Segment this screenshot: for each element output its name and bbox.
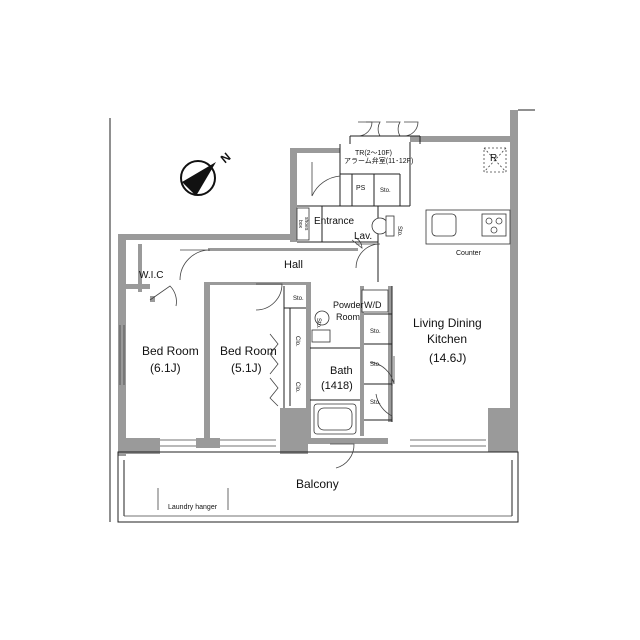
storage-label-lav: Sto. [396,226,402,237]
bedroom-2-size: (5.1J) [231,361,262,375]
storage-label-top: Sto. [380,188,391,194]
shoes-box-label: shoes box [297,217,309,232]
bedroom-1-label: Bed Room [142,344,199,358]
door-swings [179,121,421,469]
closet-label-1: Clo. [294,336,300,347]
storage-label-ldk-3: Sto. [370,400,381,406]
bedroom-2-label: Bed Room [220,344,277,358]
entrance-label: Entrance [314,216,354,227]
living-dining-kitchen-label-2: Kitchen [427,332,467,346]
laundry-hanger-label: Laundry hanger [168,504,218,511]
powder-room-label-1: Powder [333,300,364,310]
storage-label-ldk-1: Sto. [370,329,381,335]
living-dining-kitchen-size: (14.6J) [429,351,466,365]
alarm-valve-label: アラーム弁室(11･12F) [344,156,413,165]
refrigerator-label: R [490,153,497,164]
storage-label-hall-2: Sto. [315,318,321,329]
storage-label-hall: Sto. [293,296,304,302]
storage-label-ldk-2: Sto. [370,362,381,368]
laundry-hanger-marks [157,488,229,510]
hall-label: Hall [284,259,303,271]
counter-label: Counter [456,250,482,257]
tr-label: TR(2～10F) [355,150,392,157]
wic-label: W.I.C [139,270,163,281]
compass-icon: N [180,150,234,196]
lav-label: Lav. [354,231,372,242]
bath-label: Bath [330,365,353,377]
walls [118,110,518,456]
powder-room-label-2: Room [336,312,360,322]
ps-label: PS [356,185,366,192]
compass-north-label: N [218,150,234,166]
wd-label: W/D [364,300,382,310]
living-dining-kitchen-label-1: Living Dining [413,316,482,330]
closet-label-2: Clo. [294,382,300,393]
balcony-label: Balcony [296,477,339,491]
room-labels: TR(2～10F) アラーム弁室(11･12F) PS Sto. R Entra… [139,150,497,511]
bath-size: (1418) [321,380,353,392]
bedroom-1-size: (6.1J) [150,361,181,375]
